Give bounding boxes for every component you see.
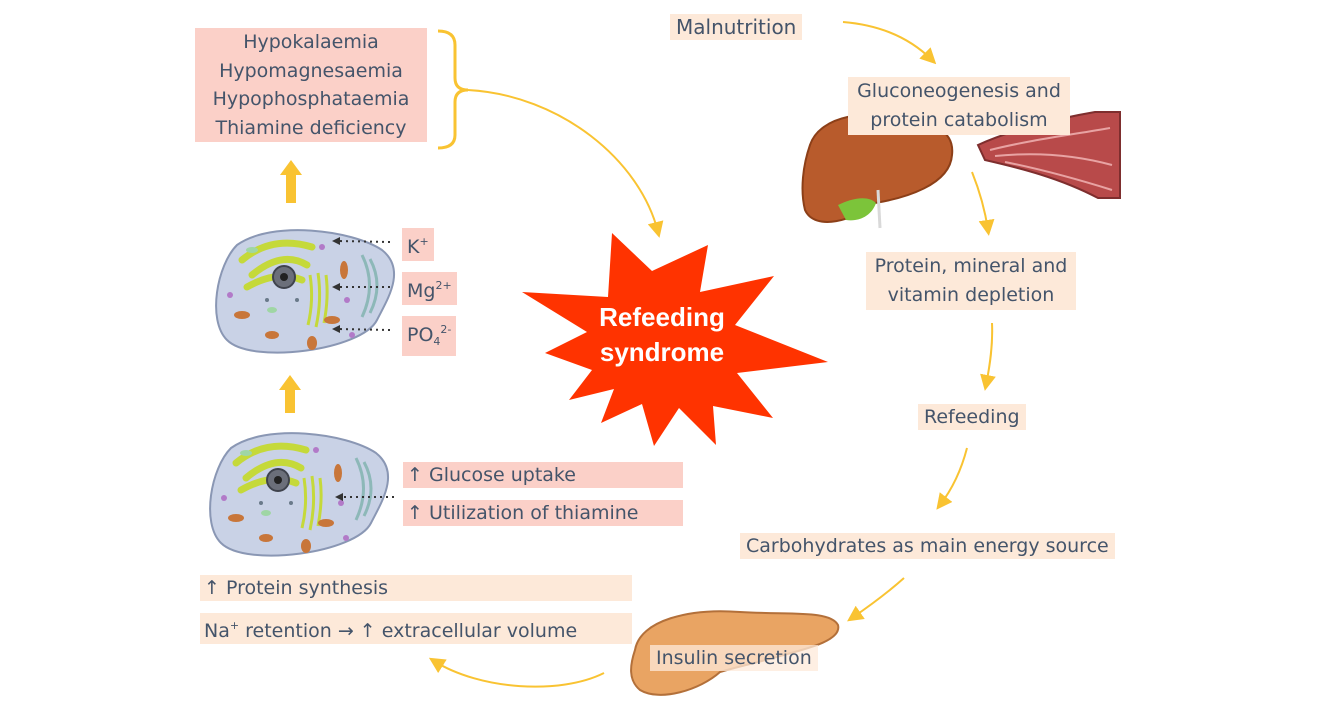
deficiency-list: Hypokalaemia Hypomagnesaemia Hypophospha… [195,28,427,142]
label-malnutrition: Malnutrition [670,14,803,40]
center-title-line2: syndrome [600,337,724,367]
label-carbohydrates: Carbohydrates as main energy source [740,533,1115,559]
brace-icon [437,29,469,150]
deficiency-item: Thiamine deficiency [215,116,407,139]
deficiency-item: Hypophosphataemia [212,88,410,110]
label-insulin: Insulin secretion [650,645,818,671]
label-glucose-uptake: ↑ Glucose uptake [403,462,683,488]
ion-magnesium: Mg2+ [402,272,457,305]
label-sodium-retention: Na+ retention → ↑ extracellular volume [200,613,632,644]
label-refeeding: Refeeding [918,404,1026,430]
deficiency-item: Hypomagnesaemia [219,59,403,82]
up-arrow-icon [279,160,302,413]
center-title-line1: Refeeding [599,302,725,332]
label-protein-synthesis: ↑ Protein synthesis [200,575,632,601]
ion-potassium: K+ [402,228,434,261]
starburst-icon [522,233,828,446]
cell-icon [216,230,394,352]
cell-icon [210,433,388,555]
label-thiamine-utilization: ↑ Utilization of thiamine [403,500,683,526]
ion-phosphate: PO42- [402,316,457,356]
deficiency-item: Hypokalaemia [243,31,379,53]
label-gluconeogenesis: Gluconeogenesis and protein catabolism [848,77,1070,135]
label-depletion: Protein, mineral and vitamin depletion [866,252,1076,310]
